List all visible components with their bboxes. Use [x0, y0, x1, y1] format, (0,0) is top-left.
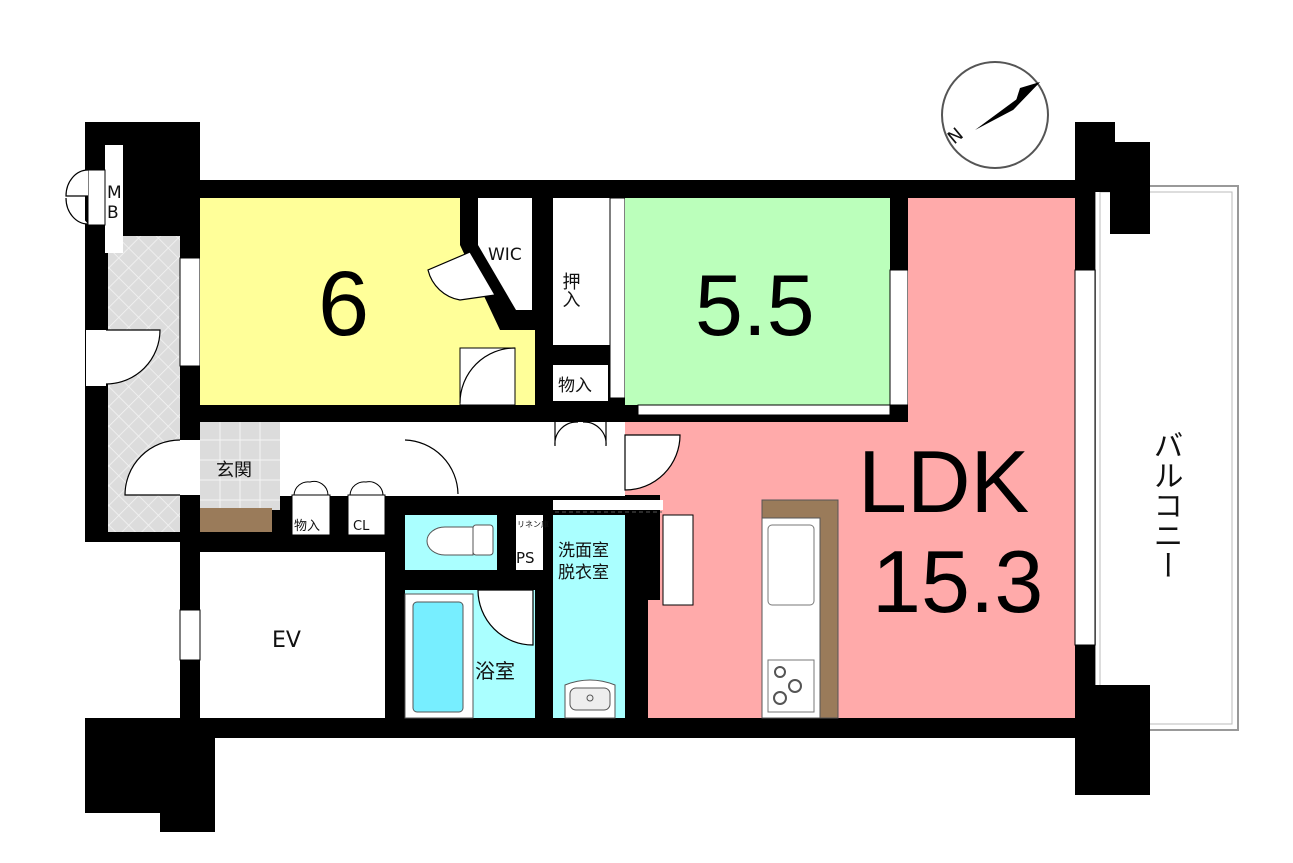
svg-text:15.3: 15.3 — [872, 532, 1043, 631]
svg-text:6: 6 — [318, 253, 369, 355]
svg-text:M: M — [107, 183, 122, 203]
room-western-5-5: 5.5 — [625, 198, 909, 406]
washroom: 洗面室 脱衣室 — [553, 500, 663, 719]
svg-text:洗面室: 洗面室 — [558, 541, 609, 561]
bathtub — [412, 601, 464, 713]
door-swing[interactable] — [477, 589, 534, 646]
room-ldk: LDK 15.3 — [624, 198, 1096, 719]
column-bottom-right — [1075, 685, 1150, 795]
svg-text:浴室: 浴室 — [475, 659, 515, 683]
stove — [767, 659, 815, 713]
svg-text:バルコニー: バルコニー — [1148, 430, 1183, 580]
toilet — [405, 515, 497, 570]
svg-text:リネン庫: リネン庫 — [517, 519, 549, 529]
door-swing[interactable] — [105, 329, 161, 385]
svg-text:LDK: LDK — [858, 432, 1029, 531]
door-swing[interactable] — [624, 434, 681, 491]
svg-text:CL: CL — [353, 519, 370, 534]
genkan: 玄関 — [124, 422, 280, 532]
room-western-6: 6 — [200, 198, 535, 406]
entrance-door[interactable] — [124, 439, 181, 496]
closet-cl[interactable]: CL — [347, 481, 386, 536]
storage-upper: 物入 — [553, 365, 608, 401]
oshiire-closet: 押入 — [553, 197, 626, 399]
door-swing[interactable] — [427, 251, 496, 301]
svg-text:脱衣室: 脱衣室 — [558, 563, 609, 583]
meter-box[interactable]: M B — [65, 145, 123, 253]
door-swing[interactable] — [404, 439, 459, 495]
storage-door[interactable] — [554, 421, 607, 447]
svg-text:物入: 物入 — [558, 376, 592, 396]
svg-text:B: B — [107, 203, 119, 223]
svg-text:WIC: WIC — [488, 245, 522, 265]
door-swing[interactable] — [459, 347, 516, 404]
window — [179, 257, 201, 367]
svg-text:押入: 押入 — [560, 272, 581, 308]
column-top-right — [1075, 122, 1115, 192]
balcony: バルコニー — [1094, 185, 1239, 731]
svg-text:5.5: 5.5 — [695, 258, 815, 354]
window — [1074, 269, 1096, 646]
walk-in-closet: WIC — [427, 198, 532, 310]
kitchen-counter — [761, 499, 839, 719]
svg-text:玄関: 玄関 — [216, 460, 252, 481]
compass: N — [941, 61, 1049, 169]
sink — [767, 524, 815, 606]
bathroom: 浴室 — [404, 589, 535, 719]
svg-text:物入: 物入 — [294, 519, 320, 534]
storage-lower[interactable]: 物入 — [291, 480, 331, 536]
elevator-hall: EV — [179, 552, 385, 718]
svg-text:PS: PS — [516, 549, 535, 567]
linen-ps: リネン庫 PS — [516, 515, 549, 570]
svg-text:EV: EV — [272, 628, 301, 653]
column-bottom-left — [85, 718, 215, 813]
